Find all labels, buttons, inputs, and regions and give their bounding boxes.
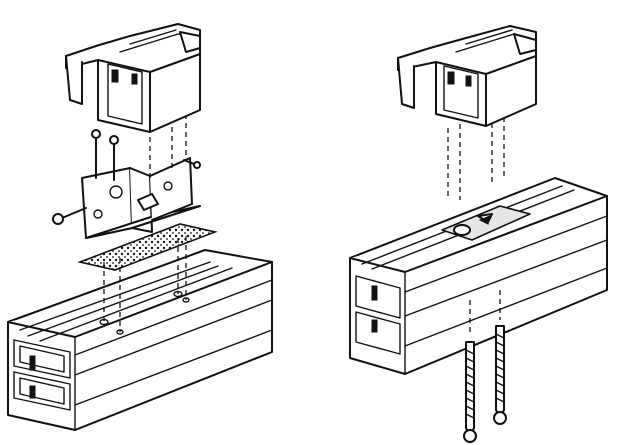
right-assembly-lines xyxy=(447,108,505,336)
right-long-screws xyxy=(463,325,507,443)
left-bottom-rail xyxy=(7,249,273,431)
right-top-profile xyxy=(397,25,537,127)
left-screws xyxy=(52,129,201,225)
left-panel xyxy=(7,23,273,431)
right-panel xyxy=(349,25,608,443)
right-rail xyxy=(349,177,608,375)
left-gasket-plate xyxy=(77,223,218,271)
left-connector-bracket xyxy=(81,157,201,239)
left-top-profile xyxy=(65,23,201,133)
left-assembly-lines xyxy=(103,114,187,332)
